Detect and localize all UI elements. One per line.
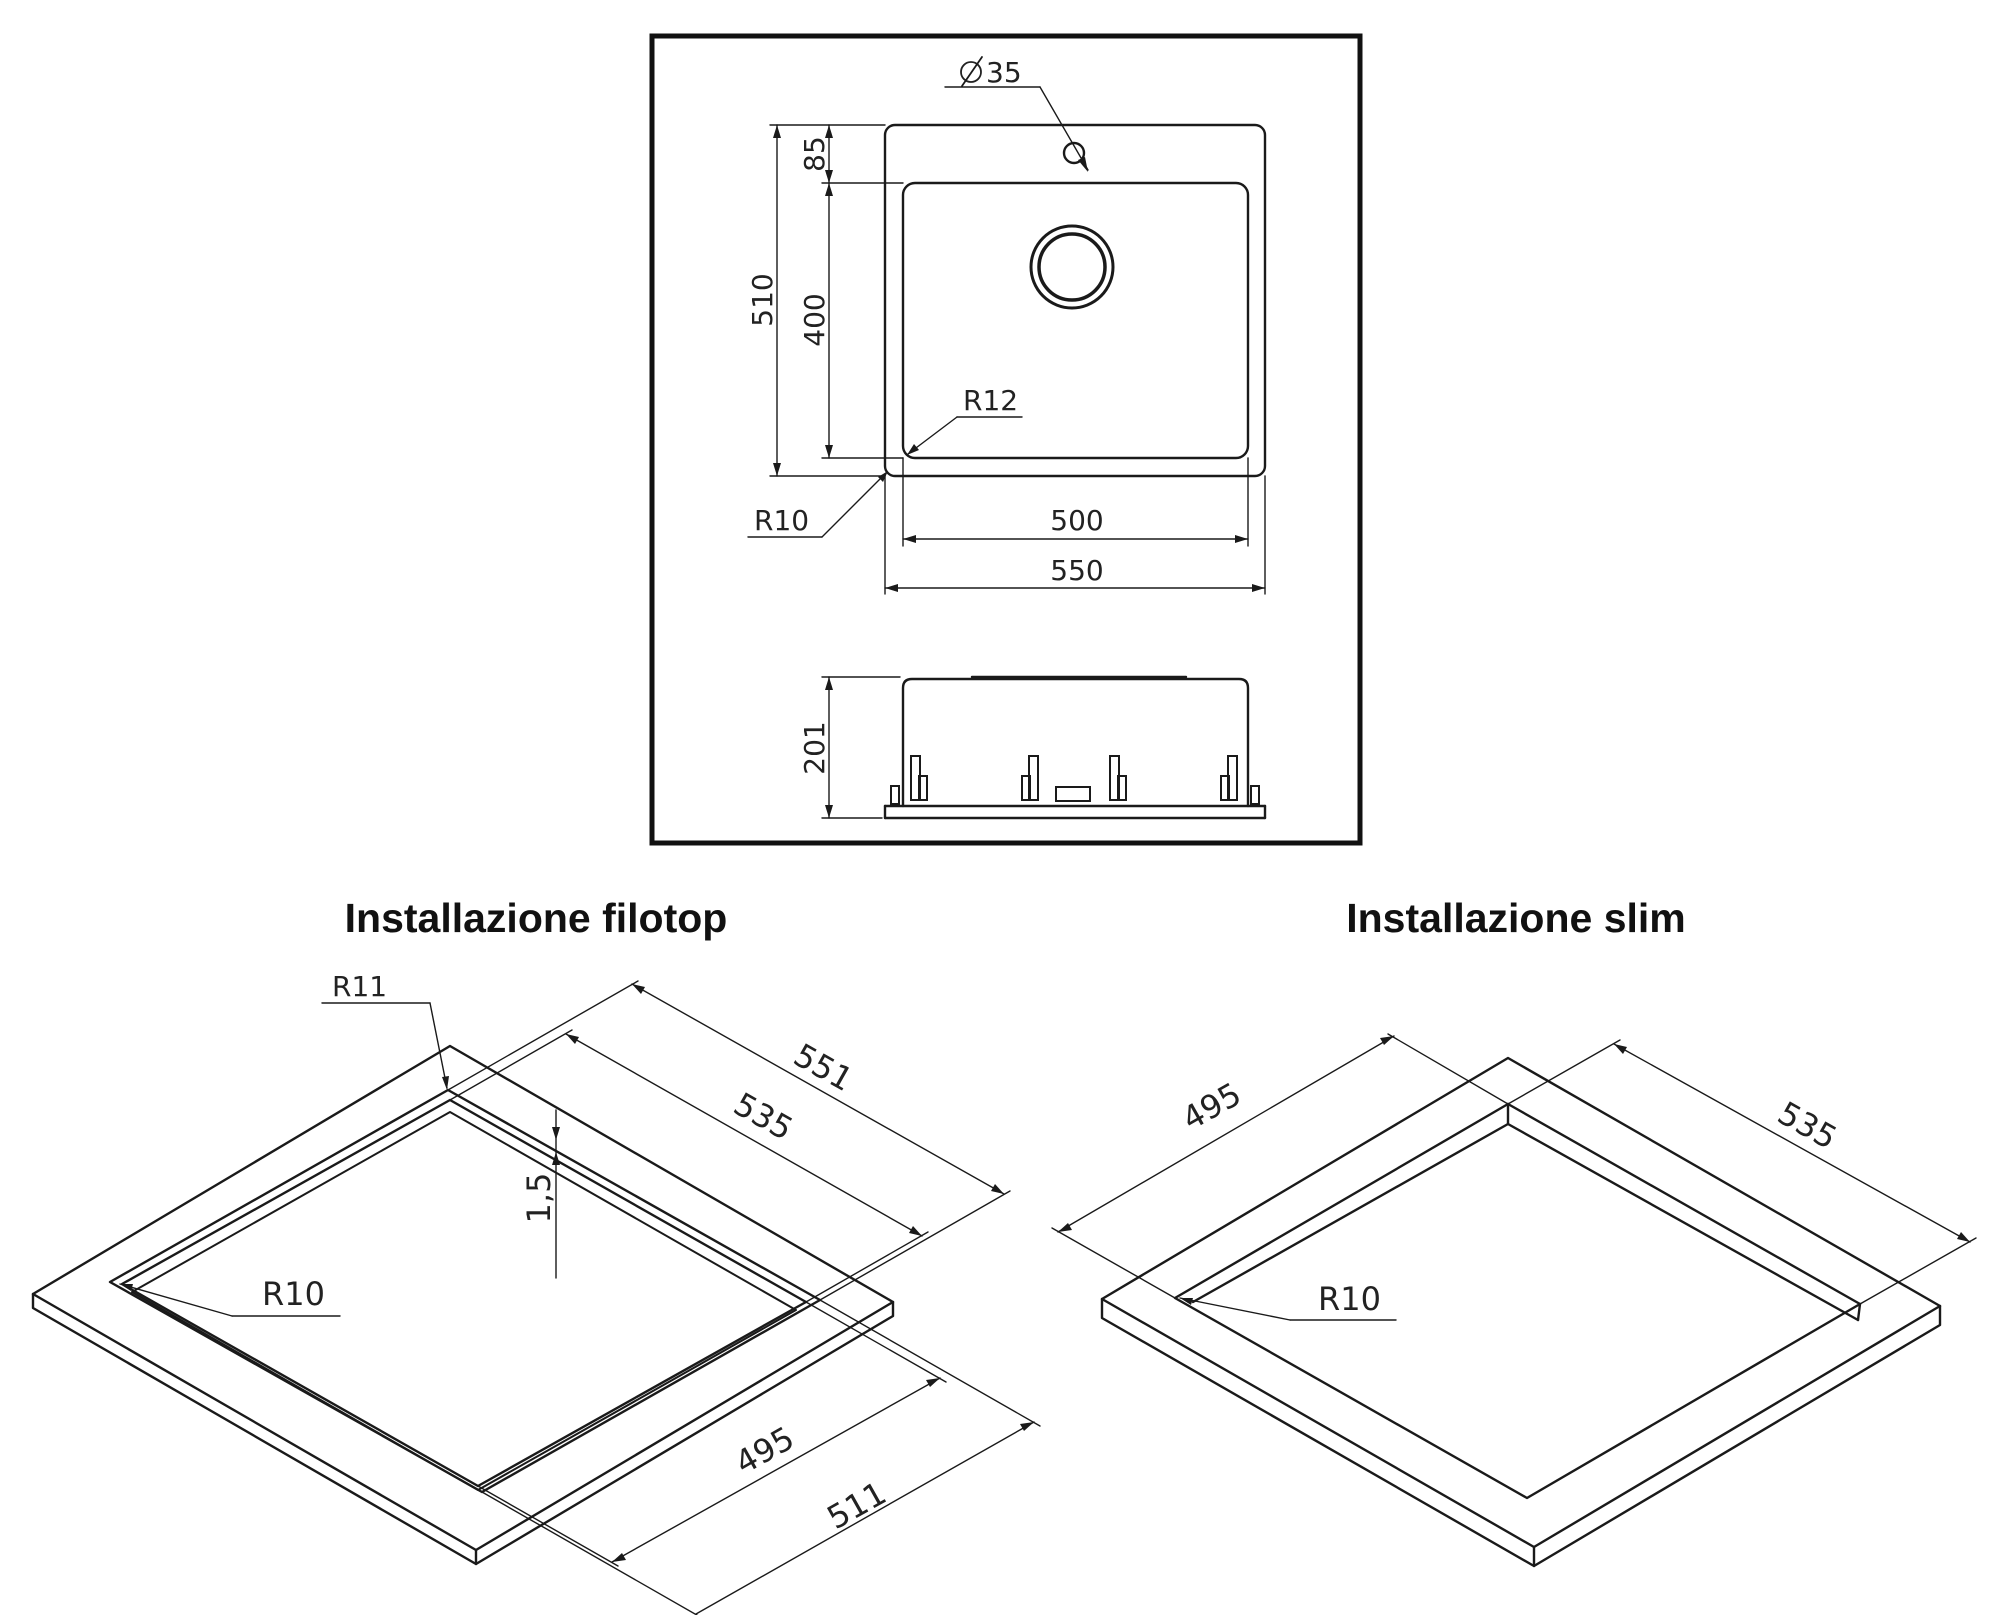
top-panel-frame [649,33,1363,846]
dim-r10-filotop-label: R10 [262,1275,325,1313]
mounting-clips [890,755,1260,805]
filotop-title: Installazione filotop [345,895,728,941]
dim-horizontal: 500 550 [884,457,1266,595]
filotop-cutout [131,1111,797,1491]
dim-r11-label: R11 [332,970,387,1003]
sink-side-view [883,675,1267,820]
dim-r10-slim: R10 [1179,1280,1397,1321]
dim-diameter-label: 35 [986,56,1022,89]
dim-550-label: 550 [1050,554,1103,587]
sink-plan-view [883,123,1267,478]
dim-551: 551 [447,980,1011,1301]
dim-500-label: 500 [1050,504,1103,537]
dim-201: 201 [798,676,901,819]
dim-400-label: 400 [798,293,831,346]
sink-bowl-outline [901,181,1250,460]
sink-outer-outline [883,123,1267,478]
dim-r10-top-label: R10 [754,504,809,537]
filotop-recess-outer [108,1088,822,1494]
slim-title: Installazione slim [1346,895,1686,941]
dim-r10-filotop: R10 [119,1275,341,1317]
tap-hole [1062,141,1086,165]
dim-551-label: 551 [787,1036,859,1099]
dim-535-slim-label: 535 [1771,1094,1843,1157]
filotop-isometric [31,1044,895,1566]
dim-495-slim: 495 [1051,1033,1509,1299]
slim-cutout [1173,1102,1862,1500]
drain-inner-ring [1037,232,1107,302]
dim-r10-top: R10 [747,471,888,538]
diameter-symbol-icon [960,61,982,83]
dim-r12-label: R12 [963,384,1018,417]
drain-outer-ring [1029,224,1115,310]
slim-slab-edge [1100,1297,1942,1568]
dim-85-label: 85 [798,136,831,172]
dim-1-5-label: 1,5 [520,1173,558,1224]
dim-r11: R11 [321,970,449,1090]
dim-201-label: 201 [798,721,831,774]
dim-495-filotop-label: 495 [729,1419,801,1482]
dim-r10-slim-label: R10 [1318,1280,1381,1318]
dim-535-slim: 535 [1507,1039,1977,1305]
dim-vertical-chain: 510 85 400 [746,124,904,477]
dim-495-filotop: 495 [477,1301,947,1567]
dim-r12: R12 [907,384,1023,455]
dim-511-label: 511 [821,1474,893,1537]
dim-510-label: 510 [746,273,779,326]
dim-1-5: 1,5 [520,1109,560,1279]
dim-diameter-35: 35 [944,56,1089,172]
dim-535-filotop-label: 535 [727,1085,799,1148]
